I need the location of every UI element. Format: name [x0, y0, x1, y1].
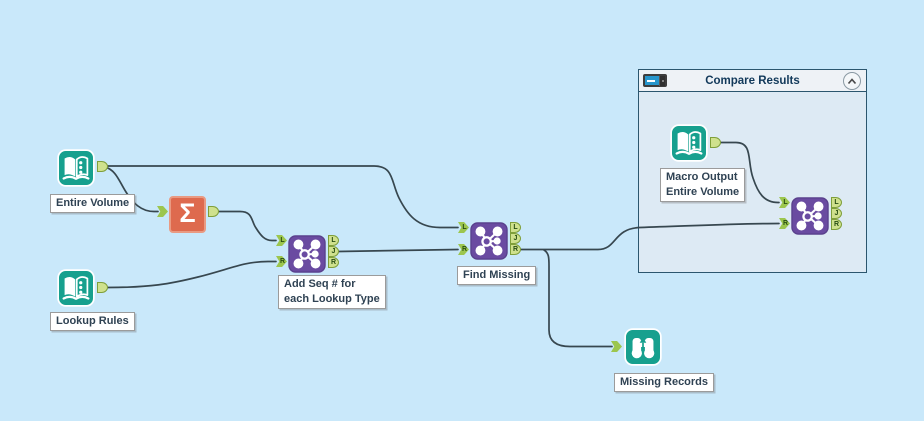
- annotation-text: Macro Output: [666, 171, 738, 183]
- annotation-text: Find Missing: [463, 269, 531, 281]
- annotation-text: Lookup Rules: [56, 315, 129, 327]
- annotation-macro-output[interactable]: Macro Output Entire Volume: [660, 168, 746, 202]
- anchor-letter: L: [834, 199, 839, 206]
- summarize-input-anchor[interactable]: [157, 206, 168, 217]
- find-missing-output-L-anchor[interactable]: L: [510, 222, 521, 233]
- collapse-container-button[interactable]: [843, 72, 861, 90]
- anchor-letter: L: [280, 237, 285, 244]
- annotation-text: Entire Volume: [666, 186, 740, 198]
- tool-join-find-missing[interactable]: [470, 222, 508, 260]
- chevron-up-icon: [847, 77, 857, 84]
- entire-volume-output-anchor[interactable]: [97, 161, 108, 172]
- compare-join-output-R-anchor[interactable]: R: [831, 219, 842, 230]
- anchor-letter: J: [331, 248, 336, 255]
- summarize-output-anchor[interactable]: [208, 206, 219, 217]
- annotation-text: Missing Records: [620, 376, 709, 388]
- input-data-book-icon: [57, 149, 95, 187]
- anchor-letter: L: [513, 224, 518, 231]
- annotation-find-missing[interactable]: Find Missing: [457, 266, 537, 285]
- annotation-add-seq[interactable]: Add Seq # for each Lookup Type: [278, 275, 386, 309]
- container-enable-toggle-icon[interactable]: [643, 74, 667, 87]
- anchor-letter: R: [461, 246, 468, 253]
- sigma-icon: Σ: [179, 198, 196, 228]
- annotation-text: Entire Volume: [56, 197, 130, 209]
- join-network-icon: [288, 235, 326, 273]
- compare-join-input-L-anchor[interactable]: L: [779, 197, 790, 208]
- anchor-letter: L: [462, 224, 467, 231]
- connection-find-missing-R-to-missing-records[interactable]: [543, 249, 613, 348]
- anchor-letter: R: [782, 220, 789, 227]
- compare-join-output-L-anchor[interactable]: L: [831, 197, 842, 208]
- add-seq-input-L-anchor[interactable]: L: [276, 235, 287, 246]
- annotation-lookup-rules[interactable]: Lookup Rules: [50, 312, 135, 331]
- tool-join-add-seq[interactable]: [288, 235, 326, 273]
- connection-entire-volume-to-find-missing-L[interactable]: [106, 165, 459, 229]
- toggle-track: [645, 76, 659, 85]
- anchor-letter: J: [513, 235, 518, 242]
- annotation-text: Add Seq # for: [284, 278, 356, 290]
- tool-input-lookup-rules[interactable]: [57, 269, 95, 307]
- tool-join-compare[interactable]: [791, 197, 829, 235]
- annotation-text: each Lookup Type: [284, 293, 380, 305]
- anchor-letter: L: [331, 237, 336, 244]
- compare-join-input-R-anchor[interactable]: R: [779, 218, 790, 229]
- lookup-rules-output-anchor[interactable]: [97, 282, 108, 293]
- add-seq-output-L-anchor[interactable]: L: [328, 235, 339, 246]
- connection-add-seq-J-to-find-missing-R[interactable]: [337, 248, 459, 253]
- find-missing-input-L-anchor[interactable]: L: [458, 222, 469, 233]
- annotation-entire-volume[interactable]: Entire Volume: [50, 194, 136, 213]
- container-header[interactable]: Compare Results: [639, 70, 866, 92]
- find-missing-output-R-anchor[interactable]: R: [510, 244, 521, 255]
- find-missing-output-J-anchor[interactable]: J: [510, 233, 521, 244]
- anchor-letter: R: [279, 258, 286, 265]
- tool-input-entire-volume[interactable]: [57, 149, 95, 187]
- annotation-missing-records[interactable]: Missing Records: [614, 373, 715, 392]
- connection-summarize-to-add-seq-L[interactable]: [218, 210, 277, 242]
- container-title: Compare Results: [705, 74, 800, 87]
- anchor-letter: J: [834, 210, 839, 217]
- toggle-knob: [659, 75, 665, 86]
- compare-join-output-J-anchor[interactable]: J: [831, 208, 842, 219]
- input-data-book-icon: [57, 269, 95, 307]
- add-seq-output-J-anchor[interactable]: J: [328, 246, 339, 257]
- find-missing-input-R-anchor[interactable]: R: [458, 244, 469, 255]
- join-network-icon: [791, 197, 829, 235]
- join-network-icon: [470, 222, 508, 260]
- add-seq-input-R-anchor[interactable]: R: [276, 256, 287, 267]
- tool-input-macro-output[interactable]: [670, 124, 708, 162]
- tool-summarize[interactable]: Σ: [169, 196, 206, 233]
- anchor-letter: L: [783, 199, 788, 206]
- browse-binoculars-icon: [624, 328, 662, 366]
- anchor-letter: R: [833, 221, 840, 228]
- input-data-book-icon: [670, 124, 708, 162]
- tool-browse-missing-records[interactable]: [624, 328, 662, 366]
- anchor-letter: R: [330, 259, 337, 266]
- missing-records-input-anchor[interactable]: [611, 341, 622, 352]
- connection-lookup-rules-to-add-seq-R[interactable]: [106, 260, 277, 289]
- anchor-letter: R: [512, 246, 519, 253]
- add-seq-output-R-anchor[interactable]: R: [328, 257, 339, 268]
